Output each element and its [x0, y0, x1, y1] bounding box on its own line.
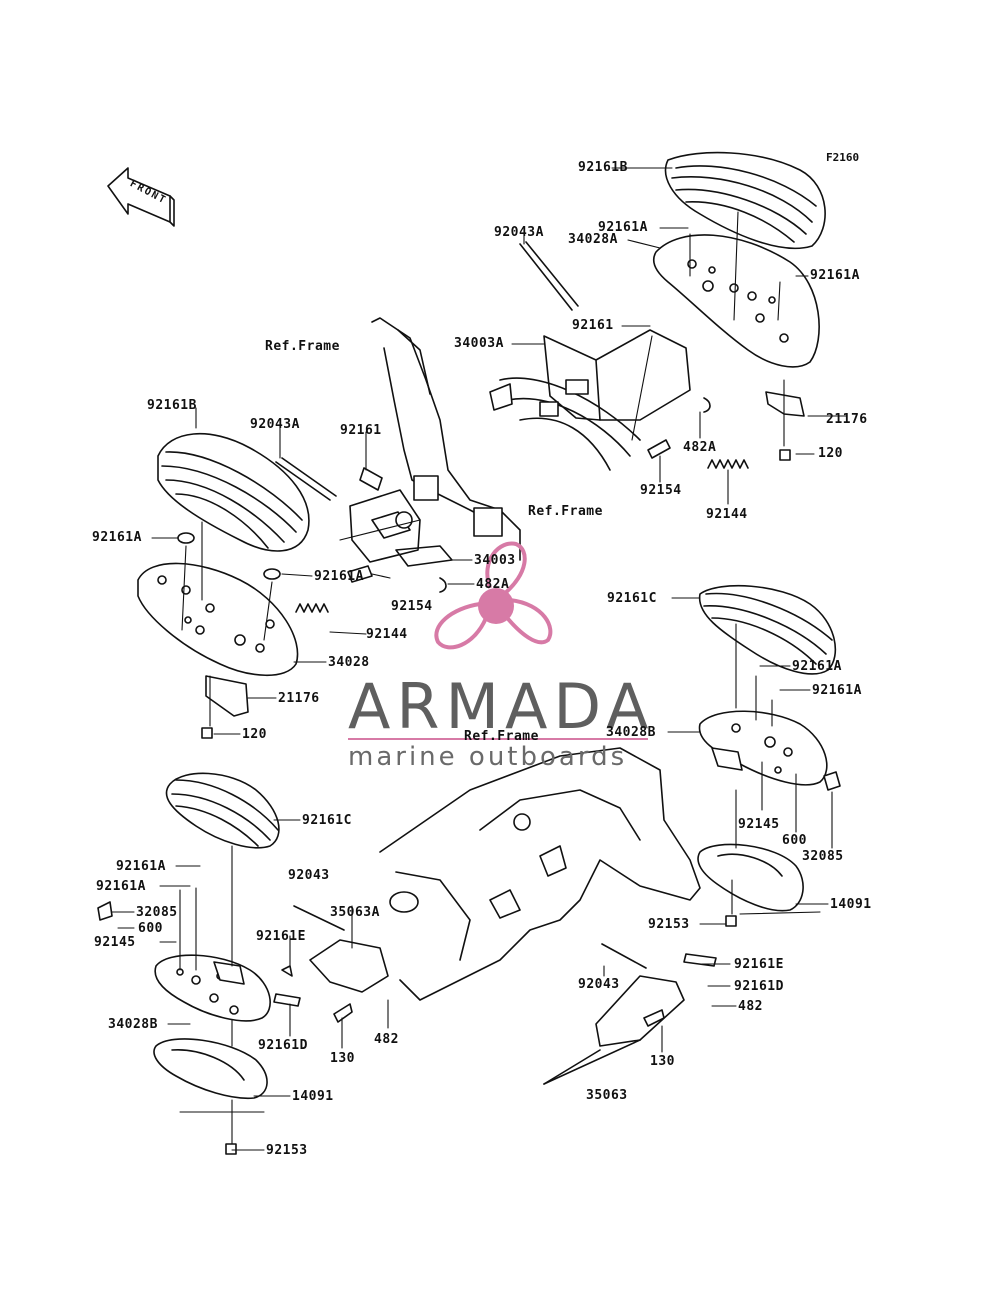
- part-label: 92161D: [258, 1038, 308, 1053]
- watermark-tagline: marine outboards: [348, 742, 628, 772]
- part-label: 92144: [366, 627, 408, 642]
- watermark-rule: [348, 738, 648, 740]
- part-label: 92043A: [250, 417, 300, 432]
- spring-left: [295, 603, 329, 613]
- clip-left: [439, 577, 447, 593]
- bracket-21176-left: [205, 675, 249, 717]
- part-label: 130: [330, 1051, 355, 1066]
- floorboard-pad-right-lower: [698, 584, 836, 675]
- bracket-upper: [489, 241, 691, 471]
- part-label: 600: [138, 921, 163, 936]
- part-label: 482: [738, 999, 763, 1014]
- bolt-upper: [647, 439, 671, 459]
- bracket-21176-upper: [765, 391, 805, 417]
- nut-left: [201, 727, 213, 739]
- part-label: 92161A: [314, 569, 364, 584]
- part-label: 92043: [288, 868, 330, 883]
- cover-left-lower: [153, 1038, 268, 1100]
- part-label: 92161A: [92, 530, 142, 545]
- nut-92153-left: [225, 1143, 237, 1155]
- clip-32085-right: [823, 771, 841, 791]
- part-label: 92154: [640, 483, 682, 498]
- part-label: 14091: [830, 897, 872, 912]
- part-label: 92153: [266, 1143, 308, 1158]
- part-label: 92161C: [607, 591, 657, 606]
- part-label: 92161: [572, 318, 614, 333]
- ref-frame-label: Ref.Frame: [265, 339, 340, 354]
- clip-upper: [703, 397, 711, 413]
- part-label: 34028B: [606, 725, 656, 740]
- floorboard-base-left-lower: [154, 954, 271, 1022]
- ref-frame-label: Ref.Frame: [528, 504, 603, 519]
- part-label: 32085: [802, 849, 844, 864]
- part-label: 35063: [586, 1088, 628, 1103]
- part-label: 92161B: [147, 398, 197, 413]
- part-label: 92161B: [578, 160, 628, 175]
- part-label: 482A: [476, 577, 510, 592]
- frame-center: [379, 747, 701, 1001]
- part-label: 120: [818, 446, 843, 461]
- part-label: 34028B: [108, 1017, 158, 1032]
- nut-left-b: [263, 568, 281, 580]
- bracket-35063: [543, 943, 717, 1085]
- propeller-logo-icon: [434, 541, 553, 650]
- part-label: 32085: [136, 905, 178, 920]
- front-arrow-icon: [107, 167, 175, 227]
- part-label: 35063A: [330, 905, 380, 920]
- part-label: 92161: [340, 423, 382, 438]
- part-label: 92161A: [116, 859, 166, 874]
- part-label: 92043: [578, 977, 620, 992]
- part-label: 92161E: [734, 957, 784, 972]
- floorboard-pad-upper-right: [664, 151, 826, 250]
- part-label: 120: [242, 727, 267, 742]
- part-label: 92145: [94, 935, 136, 950]
- part-label: 92161A: [810, 268, 860, 283]
- part-label: 92145: [738, 817, 780, 832]
- floorboard-pad-left-upper: [157, 432, 310, 552]
- part-label: 92043A: [494, 225, 544, 240]
- part-label: 92161C: [302, 813, 352, 828]
- part-label: 92161A: [96, 879, 146, 894]
- floorboard-base-right-lower: [698, 710, 828, 786]
- part-label: 92161E: [256, 929, 306, 944]
- part-label: 600: [782, 833, 807, 848]
- cover-right-lower: [697, 843, 804, 912]
- part-label: 21176: [826, 412, 868, 427]
- nut-92153-right: [725, 915, 737, 927]
- floorboard-base-left: [137, 562, 299, 677]
- part-label: 482A: [683, 440, 717, 455]
- part-label: 92161A: [598, 220, 648, 235]
- part-label: 482: [374, 1032, 399, 1047]
- clip-32085-left: [97, 901, 113, 921]
- nut-left-a: [177, 532, 195, 544]
- diagram-code: F2160: [826, 151, 860, 164]
- part-label: 34003A: [454, 336, 504, 351]
- frame-upper: [371, 317, 521, 561]
- ref-frame-label: Ref.Frame: [464, 729, 539, 744]
- floorboard-base-upper-right: [652, 234, 820, 368]
- part-label: 130: [650, 1054, 675, 1069]
- part-label: 92153: [648, 917, 690, 932]
- part-label: 92161A: [792, 659, 842, 674]
- spring-upper: [707, 459, 749, 469]
- part-label: 34003: [474, 553, 516, 568]
- part-label: 92161D: [734, 979, 784, 994]
- part-label: 92144: [706, 507, 748, 522]
- part-label: 14091: [292, 1089, 334, 1104]
- floorboard-pad-left-lower: [165, 772, 280, 849]
- bolt-left: [347, 565, 373, 583]
- bracket-35063a: [273, 905, 389, 1023]
- part-label: 92154: [391, 599, 433, 614]
- part-label: 34028: [328, 655, 370, 670]
- nut-upper: [779, 449, 791, 461]
- part-label: 34028A: [568, 232, 618, 247]
- leader-lines: [111, 167, 847, 1151]
- watermark-brand: ARMADA: [348, 670, 655, 743]
- part-label: 21176: [278, 691, 320, 706]
- part-label: 92161A: [812, 683, 862, 698]
